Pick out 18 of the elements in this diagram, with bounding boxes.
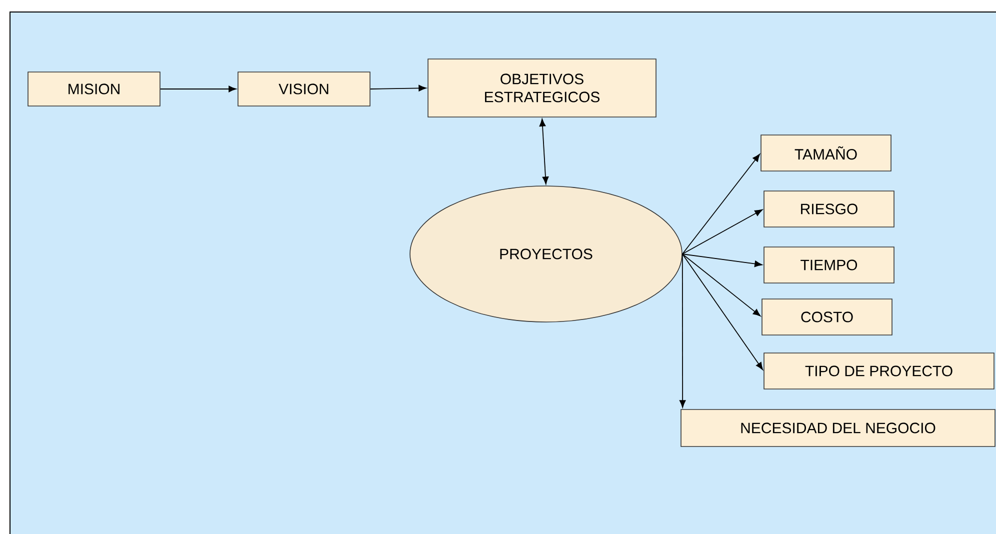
process-box: VISION [238, 72, 370, 106]
process-box: TAMAÑO [760, 134, 892, 172]
process-box: TIPO DE PROYECTO [764, 352, 994, 390]
arrow [160, 86, 236, 92]
process-box: COSTO [762, 298, 892, 336]
process-box: OBJETIVOS ESTRATEGICOS [428, 58, 656, 118]
arrow [679, 254, 686, 408]
arrow [682, 254, 764, 370]
arrow [682, 254, 762, 267]
process-box: NECESIDAD DEL NEGOCIO [680, 409, 996, 447]
arrow [682, 154, 760, 254]
arrow [539, 118, 549, 184]
process-box: TIEMPO [764, 246, 894, 284]
arrow [370, 85, 426, 92]
process-box: RIESGO [764, 190, 894, 228]
arrow [682, 209, 762, 254]
process-box: MISION [28, 72, 160, 106]
arrow [682, 254, 761, 316]
